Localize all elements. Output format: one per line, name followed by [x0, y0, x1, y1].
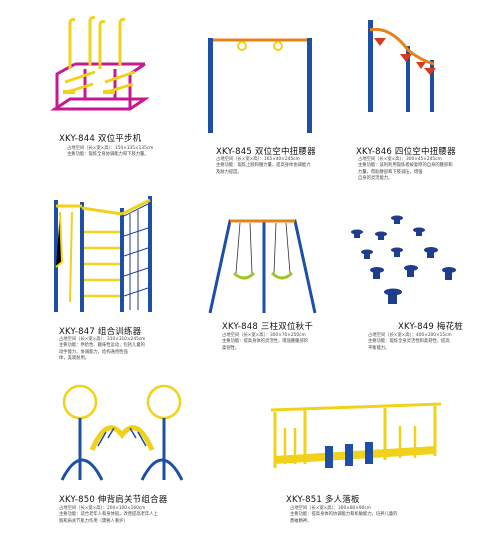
- product-title: XKY-846 四位空中扭腰器: [356, 147, 456, 157]
- double-walker-image: [50, 16, 150, 111]
- multi-seesaw-image: [270, 402, 442, 468]
- product-spec: 占地空间（长×宽×高）：300×80×90cm 主要功能：提高身体的协调能力和机…: [290, 506, 398, 524]
- product-spec: 占地空间（长×宽×高）：400×200×15cm 主要功能：锻炼全身灵活性和柔韧…: [368, 333, 452, 351]
- product-spec: 占地空间（长×宽×高）：150×135×135cm 主要功能：锻炼全身协调能力和…: [67, 146, 154, 158]
- product-spec: 占地空间（长×宽×高）：200×100×160cm 主要功能：适合老年人和身体肌…: [59, 506, 158, 524]
- product-title: XKY-848 三柱双位秋千: [222, 322, 314, 332]
- product-title: XKY-851 多人落板: [286, 495, 360, 505]
- swing-image: [208, 219, 317, 314]
- plum-blossom-piles-image: [351, 215, 456, 304]
- double-waist-twister-image: [208, 38, 312, 133]
- product-spec: 占地空间（长×宽×高）：300×45×245cm 主要功能：该利利用锻炼者被复原…: [358, 157, 453, 181]
- four-waist-twister-image: [368, 20, 436, 112]
- back-shoulder-combo-image: [60, 384, 184, 481]
- product-spec: 占地空间（长×宽×高）：310×310×245cm 主要功能：供给性、趣味性运动…: [59, 337, 146, 361]
- product-title: XKY-847 组合训练器: [59, 327, 142, 337]
- product-title: XKY-845 双位空中扭腰器: [216, 147, 316, 157]
- product-title: XKY-844 双位平步机: [59, 134, 142, 144]
- product-spec: 占地空间（长×宽×高）：300×70×250cm 主要功能：提高身体的灵活性，增…: [222, 333, 308, 351]
- product-title: XKY-849 梅花桩: [398, 322, 463, 332]
- product-title: XKY-850 伸背肩关节组合器: [59, 495, 168, 505]
- product-spec: 占地空间（长×宽×高）：165×40×245cm 主要功能：锻炼上肢和腰力量，提…: [216, 157, 311, 175]
- combo-trainer-image: [54, 196, 152, 312]
